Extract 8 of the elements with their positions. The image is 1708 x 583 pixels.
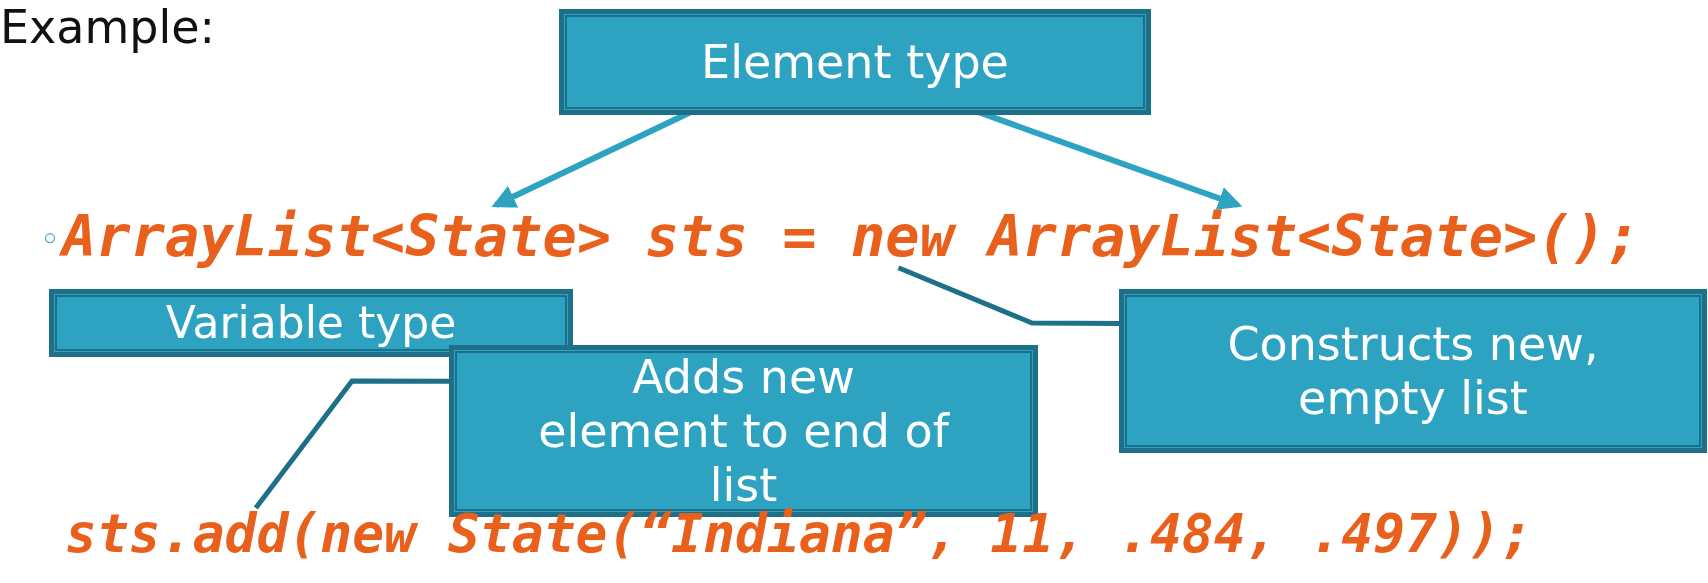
leader-line bbox=[897, 265, 1122, 327]
callout-box: Variable type bbox=[52, 292, 570, 354]
slide-title: Example: bbox=[0, 0, 216, 56]
code-text: new ArrayList<State>(); bbox=[851, 205, 1641, 268]
callout-box: Element type bbox=[562, 12, 1148, 112]
leader-line bbox=[253, 378, 452, 510]
callout-box: Constructs new, empty list bbox=[1122, 292, 1704, 450]
code-text: sts = bbox=[645, 205, 817, 268]
